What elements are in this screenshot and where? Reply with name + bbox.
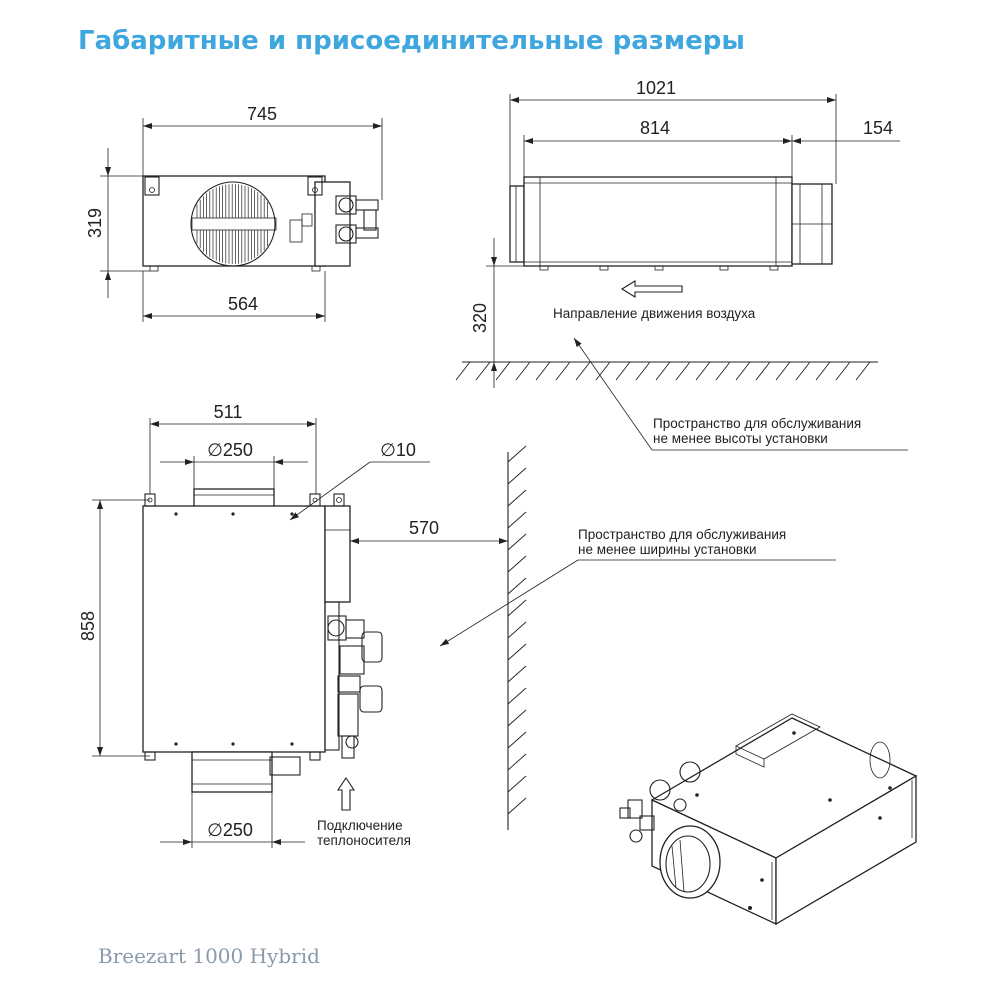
valve-block-icon [289, 195, 379, 244]
side-view-body [523, 176, 793, 267]
airflow-label: Направление движения воздуха [553, 306, 756, 321]
heat-connection-line1: Подключение [317, 818, 403, 833]
left-arrow-icon [620, 280, 683, 298]
dimension-320: 320 [470, 303, 490, 333]
dimension-319: 319 [85, 208, 105, 238]
diameter-10: ∅10 [380, 440, 416, 460]
pump-assembly-icon [324, 601, 383, 759]
dimension-570: 570 [409, 518, 439, 538]
iso-valve-block-icon [619, 761, 701, 843]
side-view: 1021 814 154 320 Направление движения во… [455, 78, 908, 451]
footer-model-name: Breezart 1000 Hybrid [98, 944, 320, 968]
dimension-511: 511 [214, 402, 243, 422]
front-view: 745 319 564 [85, 104, 383, 322]
dimension-154: 154 [863, 118, 893, 138]
fan-grille-icon [190, 181, 277, 267]
dimension-814: 814 [640, 118, 670, 138]
service-height-note-line2: не менее высоты установки [653, 431, 828, 446]
service-width-note-line1: Пространство для обслуживания [578, 527, 786, 542]
dimension-1021: 1021 [636, 78, 676, 98]
duct-icon [659, 741, 891, 899]
page-title: Габаритные и присоединительные размеры [78, 26, 745, 56]
front-view-body [142, 175, 326, 267]
top-view: 511 ∅250 ∅10 858 570 [78, 402, 836, 848]
top-view-body [142, 505, 326, 753]
service-height-note-line1: Пространство для обслуживания [653, 416, 861, 431]
diameter-250-top: ∅250 [207, 440, 253, 460]
heat-connection-line2: теплоносителя [317, 833, 411, 848]
service-width-note-line2: не менее ширины установки [578, 542, 757, 557]
diameter-250-bottom: ∅250 [207, 820, 253, 840]
isometric-view [619, 713, 918, 926]
dimension-858: 858 [78, 611, 98, 641]
dimension-564: 564 [228, 294, 258, 314]
dimension-745: 745 [247, 104, 277, 124]
up-arrow-icon [336, 777, 356, 811]
